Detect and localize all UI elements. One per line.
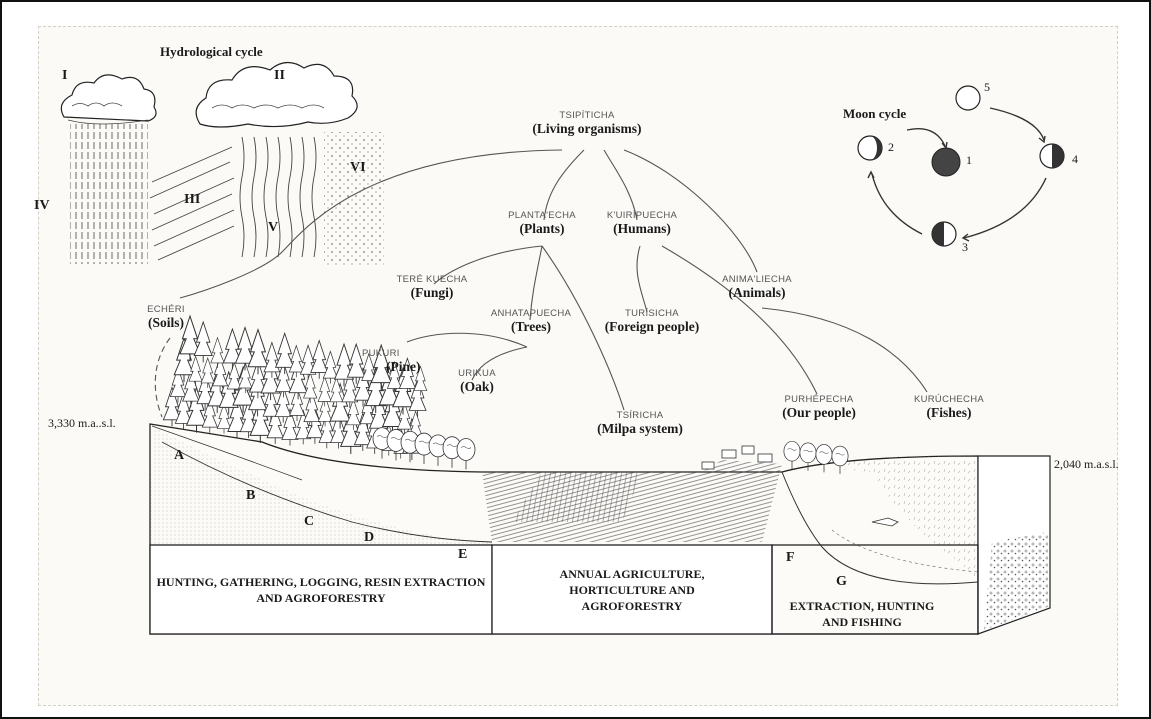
node-our-people: PURHÉPECHA (Our people) <box>764 394 874 421</box>
hydro-label-iii: III <box>184 192 200 208</box>
profile-letter-e: E <box>458 547 467 563</box>
moon-cycle-arrows <box>868 108 1046 241</box>
wavy-rain-v <box>240 137 316 257</box>
node-fungi: TERÉ KUECHA (Fungi) <box>382 274 482 301</box>
drizzle-vi <box>324 132 384 267</box>
profile-letter-f: F <box>786 550 795 566</box>
altitude-bottom-label: 2,040 m.a.s.l. <box>1054 457 1119 472</box>
node-animals: ANIMA'LIECHA (Animals) <box>702 274 812 301</box>
node-milpa-system: TSÍRICHA (Milpa system) <box>580 410 700 437</box>
moon-phase-5-icon <box>956 86 980 110</box>
moon-cycle-title: Moon cycle <box>843 106 906 122</box>
pine-tree-icon <box>248 330 268 375</box>
node-humans: K'UIRÍPUECHA (Humans) <box>592 210 692 237</box>
node-trees: ANHATAPUECHA (Trees) <box>476 308 586 335</box>
profile-letter-c: C <box>304 514 314 530</box>
hydro-label-vi: VI <box>350 160 366 176</box>
hydro-label-v: V <box>268 220 278 236</box>
altitude-top-label: 3,330 m.a..s.l. <box>48 416 116 431</box>
moon-phase-3-icon <box>932 222 956 246</box>
moon-phase-4-label: 4 <box>1072 152 1078 167</box>
hydro-label-i: I <box>62 68 67 84</box>
zone-agriculture-activities: ANNUAL AGRICULTURE, HORTICULTURE AND AGR… <box>542 566 722 614</box>
profile-letter-a: A <box>174 448 184 464</box>
moon-phase-4-icon <box>1040 144 1064 168</box>
moon-phase-2-label: 2 <box>888 140 894 155</box>
node-foreign-people: TURÍSICHA (Foreign people) <box>582 308 722 335</box>
heavy-rain-iv <box>70 124 148 264</box>
moon-phase-5-label: 5 <box>984 80 990 95</box>
node-oak: URIKUA (Oak) <box>442 368 512 395</box>
node-pine: PUKURI (Pine) <box>362 348 432 375</box>
hydro-label-ii: II <box>274 68 285 84</box>
node-soils: ECHÉRI (Soils) <box>126 304 206 331</box>
hydrological-cycle-sketch <box>61 62 384 267</box>
node-plants: PLANTA'ECHA (Plants) <box>492 210 592 237</box>
profile-letter-b: B <box>246 488 255 504</box>
hydro-label-iv: IV <box>34 198 50 214</box>
profile-letter-g: G <box>836 574 847 590</box>
moon-phase-2-icon <box>858 136 882 160</box>
zone-lake-activities: EXTRACTION, HUNTING AND FISHING <box>782 598 942 630</box>
shore-tree-icon <box>784 441 800 469</box>
hydrological-cycle-title: Hydrological cycle <box>160 44 263 60</box>
pine-tree-icon <box>303 373 316 403</box>
moon-phase-1-icon <box>932 148 960 176</box>
oak-tree-icon <box>457 439 475 470</box>
profile-letter-d: D <box>364 530 374 546</box>
moon-phase-3-label: 3 <box>962 240 968 255</box>
node-living-organisms: TSIPÍTICHA (Living organisms) <box>522 110 652 137</box>
cloud-i-icon <box>61 75 156 124</box>
node-fishes: KURÚCHECHA (Fishes) <box>904 394 994 421</box>
zone-forest-activities: HUNTING, GATHERING, LOGGING, RESIN EXTRA… <box>154 574 488 606</box>
pine-tree-icon <box>318 377 331 407</box>
moon-phase-1-label: 1 <box>966 153 972 168</box>
